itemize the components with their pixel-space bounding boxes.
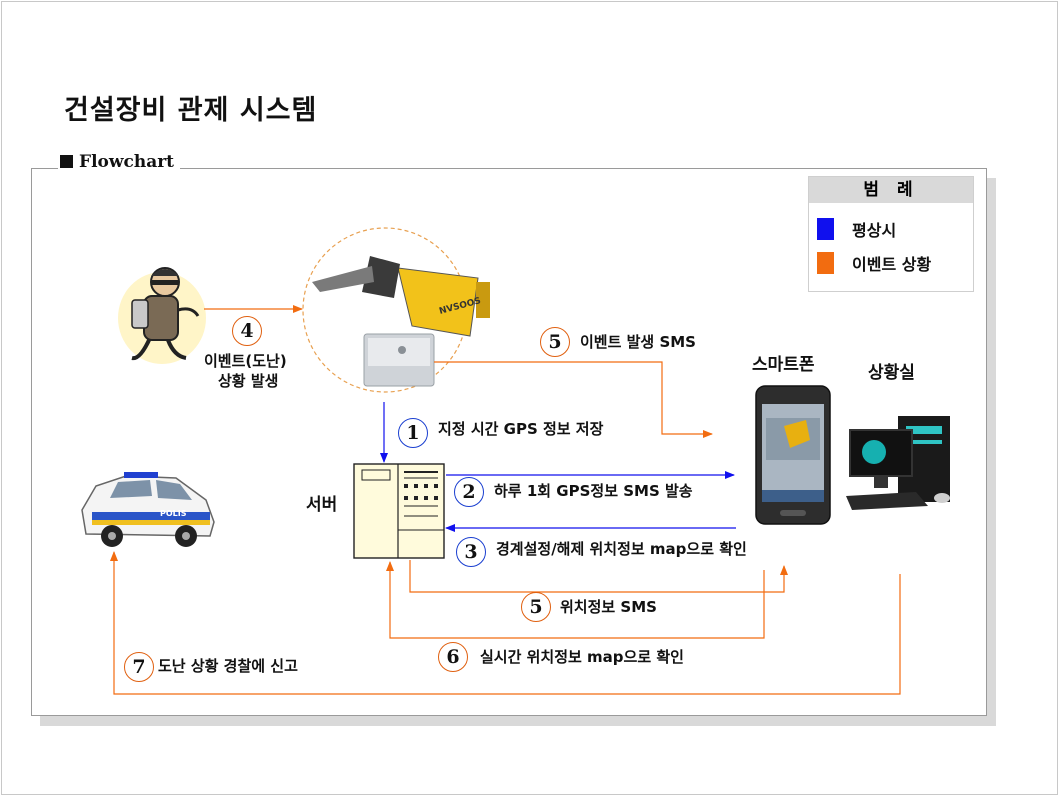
step-3-label: 경계설정/해제 위치정보 map으로 확인 [496,540,747,558]
step-1-number: 1 [398,418,428,448]
smartphone-label: 스마트폰 [752,355,815,375]
legend-label-event: 이벤트 상황 [852,255,932,274]
step-4-label-line1: 이벤트(도난) [204,352,287,370]
gps-device-illustration [363,333,435,387]
step-2-number: 2 [454,477,484,507]
step-4-number: 4 [232,316,262,346]
legend-box: 범 례 평상시 이벤트 상황 [808,176,974,292]
step-6-label: 실시간 위치정보 map으로 확인 [480,648,684,666]
arrow-step5-event-sms [434,361,713,438]
control-room-pc-illustration [846,416,950,510]
legend-swatch-normal [817,218,834,240]
page-title: 건설장비 관제 시스템 [64,95,318,126]
arrow-step6 [386,561,765,639]
step-5-location-label: 위치정보 SMS [560,598,657,616]
step-4-label-line2: 상황 발생 [218,372,279,390]
step-1-label: 지정 시간 GPS 정보 저장 [438,420,604,438]
arrow-step5-location-sms [409,560,788,593]
server-illustration [353,463,445,559]
legend-item-normal: 평상시 [817,217,896,241]
section-label-text: Flowchart [79,152,175,172]
thief-illustration [118,267,206,364]
step-7-number: 7 [124,652,154,682]
legend-title: 범 례 [809,177,973,203]
server-label: 서버 [306,495,338,515]
step-5-event-number: 5 [540,327,570,357]
step-5-location-number: 5 [521,592,551,622]
police-car-illustration: POLIS [81,472,215,547]
smartphone-illustration [755,385,831,525]
section-label: Flowchart [58,152,181,172]
step-7-label: 도난 상황 경찰에 신고 [158,657,298,675]
breaker-equipment-illustration: NVSOOS [312,256,490,337]
svg-text:POLIS: POLIS [160,509,187,518]
step-5-event-label: 이벤트 발생 SMS [580,333,696,351]
legend-item-event: 이벤트 상황 [817,251,931,275]
arrow-step7 [110,551,901,695]
step-3-number: 3 [456,537,486,567]
square-bullet-icon [60,155,73,168]
legend-swatch-event [817,252,834,274]
control-room-label: 상황실 [868,363,915,383]
step-2-label: 하루 1회 GPS정보 SMS 발송 [494,482,693,500]
legend-label-normal: 평상시 [852,221,897,240]
step-6-number: 6 [438,642,468,672]
